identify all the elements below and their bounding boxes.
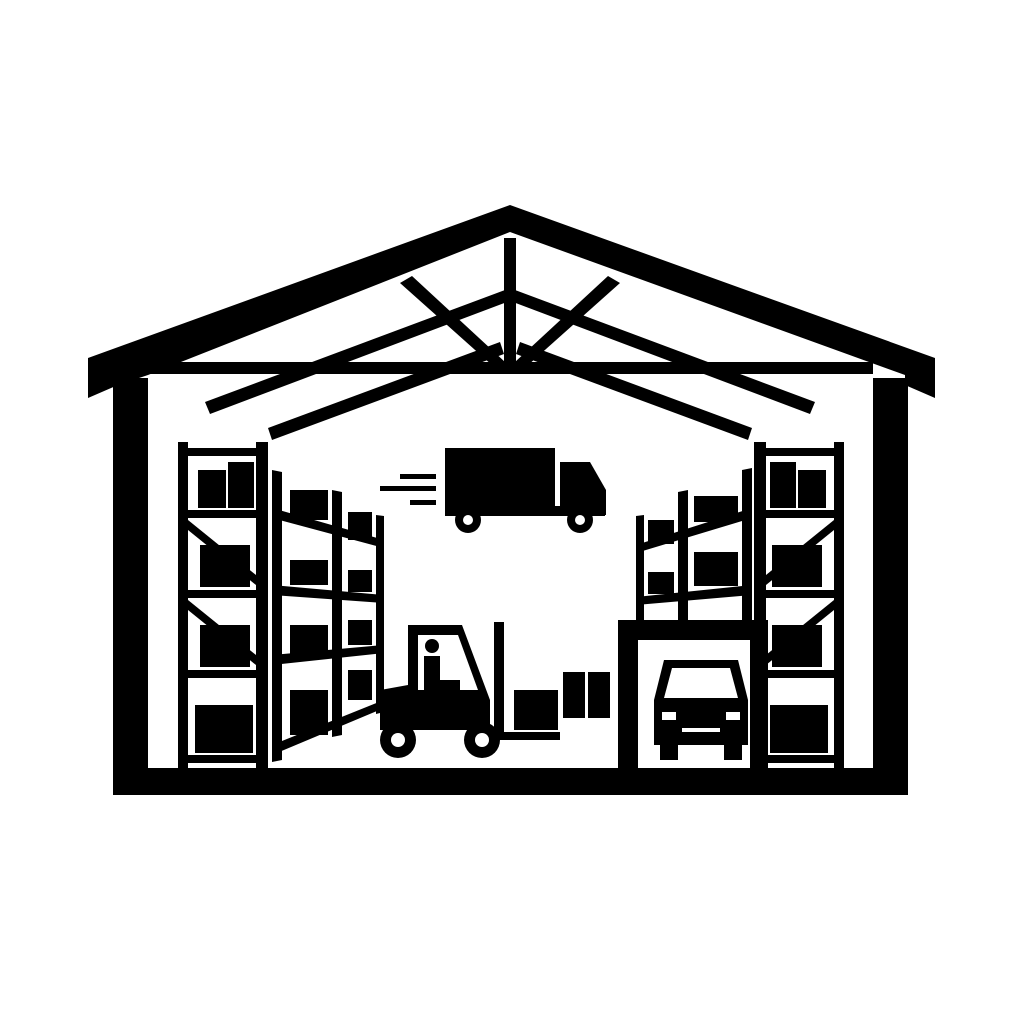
storage-rack-icon (636, 468, 752, 620)
loading-dock (618, 620, 768, 768)
storage-rack-icon (178, 442, 268, 770)
delivery-truck-icon (380, 448, 606, 533)
storage-rack-icon (272, 470, 384, 762)
box-icon (563, 672, 585, 718)
floor (113, 768, 908, 795)
box-icon (198, 470, 226, 508)
forklift-icon (380, 622, 560, 758)
right-wall (873, 378, 908, 795)
box-icon (588, 672, 610, 718)
warehouse-roof-icon (88, 205, 935, 440)
storage-rack-icon (754, 442, 844, 770)
box-icon (514, 690, 558, 730)
van-icon (654, 660, 748, 760)
left-wall (113, 378, 148, 795)
